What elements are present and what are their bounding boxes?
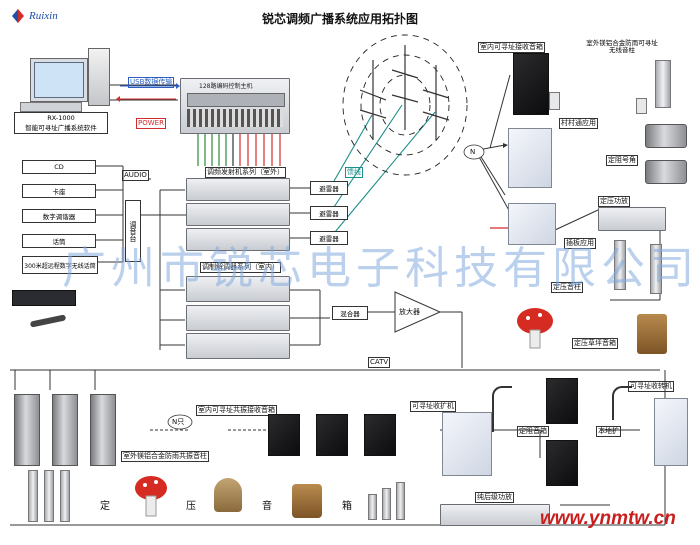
outdoor-shared-speaker-3 <box>90 394 116 466</box>
outdoor-shared-label: 室外镁铝合金防雨共振音柱 <box>121 451 209 462</box>
audio-label: AUDIO <box>122 170 149 181</box>
pc-model: RX-1000 <box>47 114 75 122</box>
company-watermark: 广州市锐芯电子科技有限公司 <box>62 243 699 294</box>
local-amp-label: 本地扩 <box>596 426 621 437</box>
bottom-rock-speaker <box>214 478 242 512</box>
shared-receiver-box-1 <box>268 414 300 456</box>
fixed-char-3: 音 <box>262 501 272 512</box>
logo: Ruixin <box>10 8 58 24</box>
bottom-column-1 <box>28 470 38 522</box>
bottom-column-2 <box>44 470 54 522</box>
shared-receiver-box-2 <box>316 414 348 456</box>
controller-unit: 128路编码控制主机 <box>180 78 290 134</box>
outdoor-column-label: 室外镁铝合金防雨可寻址无线音柱 <box>586 39 658 55</box>
arrester-1: 避雷器 <box>310 181 348 195</box>
pc-monitor <box>30 58 88 102</box>
wireless-mic-receiver <box>12 290 76 306</box>
const-box-label: 定阻音箱 <box>517 426 549 437</box>
bottom-column-3 <box>60 470 70 522</box>
column-speaker-2 <box>650 244 662 294</box>
mixer-label: 调音台 <box>129 220 137 242</box>
pc-software: 智能可寻址广播系统软件 <box>25 124 97 132</box>
addr-amp-unit <box>442 412 492 476</box>
outdoor-shared-speaker-1 <box>14 394 40 466</box>
bottom-mushroom-icon <box>135 476 167 517</box>
wireless-mic-box: 300米超远程数字无线话筒 <box>22 256 98 274</box>
pure-amp-unit <box>440 504 550 526</box>
n-label-2: N只 <box>172 418 185 426</box>
pc-keyboard <box>20 102 82 112</box>
source-mic: 话筒 <box>22 234 96 248</box>
rx-rack-1 <box>186 276 290 302</box>
addr-rx-unit <box>654 398 688 466</box>
source-tuner: 数字调谐器 <box>22 209 96 223</box>
tx-rack-3 <box>186 228 290 251</box>
outdoor-shared-speaker-2 <box>52 394 78 466</box>
usb-label: USB数据传输 <box>128 77 175 88</box>
pc-tower <box>88 48 110 106</box>
gooseneck-mic-1 <box>492 386 512 432</box>
mushroom-speaker-icon <box>517 308 553 349</box>
bottom-column-4 <box>368 494 377 520</box>
fixed-char-1: 定 <box>100 501 110 512</box>
const-amp-label: 定压功放 <box>598 196 630 207</box>
arrester-3: 避雷器 <box>310 231 348 245</box>
horn-speaker-2 <box>645 160 687 184</box>
site-watermark: www.ynmtw.cn <box>540 508 676 529</box>
rx-group-label: 调制解调器系列（室内） <box>200 262 281 273</box>
addr-amp-label: 可寻址收扩机 <box>410 401 456 412</box>
stump-speaker <box>637 314 667 354</box>
controller-label: 128路编码控制主机 <box>199 83 253 90</box>
pc-info-box: RX-1000 智能可寻址广播系统软件 <box>14 112 108 134</box>
mixer2-box: 混合器 <box>332 306 368 320</box>
outdoor-column-plug <box>636 98 647 114</box>
catv-label: CATV <box>368 357 391 368</box>
tail-receiver <box>508 203 556 245</box>
logo-text: Ruixin <box>29 10 58 22</box>
addr-rx-label: 可寻址收转机 <box>628 381 674 392</box>
lawn-label: 定压草坪音箱 <box>572 338 618 349</box>
tail-label: 插板应用 <box>564 238 596 249</box>
mixer: 调音台 <box>125 200 141 262</box>
horn-speaker-1 <box>645 124 687 148</box>
outdoor-column-speaker <box>655 60 671 108</box>
indoor-receiver-plug <box>549 92 560 110</box>
tx-group-label: 调频发射机系列（室外） <box>205 167 286 178</box>
fixed-char-4: 箱 <box>342 501 352 512</box>
village-label: 村村通应用 <box>559 118 598 129</box>
page-title: 锐芯调频广播系统应用拓扑图 <box>262 12 419 26</box>
source-cd: CD <box>22 160 96 174</box>
gooseneck-mic-2 <box>612 386 632 420</box>
wireless-mic-label: 300米超远程数字无线话筒 <box>24 262 96 270</box>
const-box-1 <box>546 378 578 424</box>
amplifier-label: 放大器 <box>399 308 420 316</box>
bottom-stump-speaker <box>292 484 322 518</box>
column-speaker-1 <box>614 240 626 290</box>
shared-receiver-box-3 <box>364 414 396 456</box>
indoor-receiver-label: 室内可寻址接收音箱 <box>478 42 545 53</box>
rx-rack-3 <box>186 333 290 359</box>
village-receiver <box>508 128 552 188</box>
power-label: POWER <box>136 118 166 129</box>
tx-rack-1 <box>186 178 290 201</box>
outdoor-column-text: 室外镁铝合金防雨可寻址无线音柱 <box>586 39 658 55</box>
source-deck: 卡座 <box>22 184 96 198</box>
const-amp-unit <box>598 207 666 231</box>
bottom-column-5 <box>382 488 391 520</box>
horn-label: 定阻号角 <box>606 155 638 166</box>
feeder-label: 馈线 <box>345 167 363 178</box>
shared-receiver-label: 室内可寻址共振接收音箱 <box>196 405 277 416</box>
antenna-group-icon <box>359 45 450 140</box>
rx-rack-2 <box>186 305 290 331</box>
tx-rack-2 <box>186 203 290 226</box>
const-box-2 <box>546 440 578 486</box>
n-label: N <box>470 148 476 156</box>
bottom-column-6 <box>396 482 405 520</box>
arrester-2: 避雷器 <box>310 206 348 220</box>
indoor-receiver-speaker <box>513 53 549 115</box>
fixed-char-2: 压 <box>186 501 196 512</box>
pure-amp-label: 纯后级功放 <box>475 492 514 503</box>
column-label: 定压音柱 <box>551 282 583 293</box>
logo-mark-icon <box>12 9 24 23</box>
